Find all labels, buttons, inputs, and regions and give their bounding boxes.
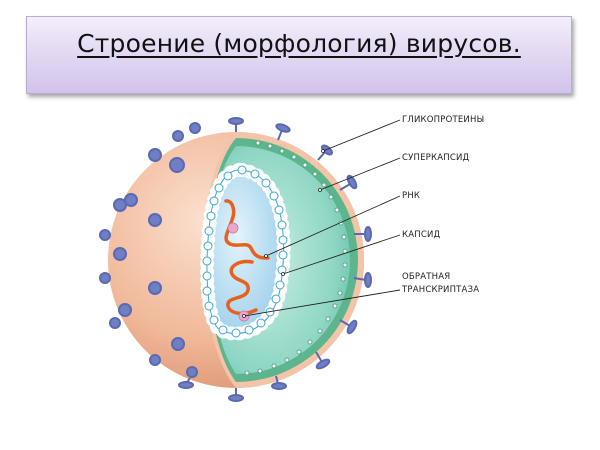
glycoproteins bbox=[99, 117, 372, 402]
leader-lines bbox=[243, 119, 401, 317]
capsid bbox=[200, 162, 291, 341]
title-box: Строение (морфология) вирусов. bbox=[26, 16, 572, 94]
label-reverse-transcriptase-line2: ТРАНСКРИПТАЗА bbox=[402, 285, 480, 295]
label-reverse-transcriptase-line1: ОБРАТНАЯ bbox=[402, 272, 451, 282]
label-rna: РНК bbox=[402, 191, 421, 201]
slide-title: Строение (морфология) вирусов. bbox=[77, 29, 521, 58]
label-supercapsid: СУПЕРКАПСИД bbox=[402, 153, 470, 163]
label-glycoproteins: ГЛИКОПРОТЕИНЫ bbox=[402, 115, 485, 125]
reverse-transcriptase-enzymes bbox=[227, 222, 250, 322]
rna-strand bbox=[224, 199, 270, 316]
label-capsid: КАПСИД bbox=[402, 230, 441, 240]
